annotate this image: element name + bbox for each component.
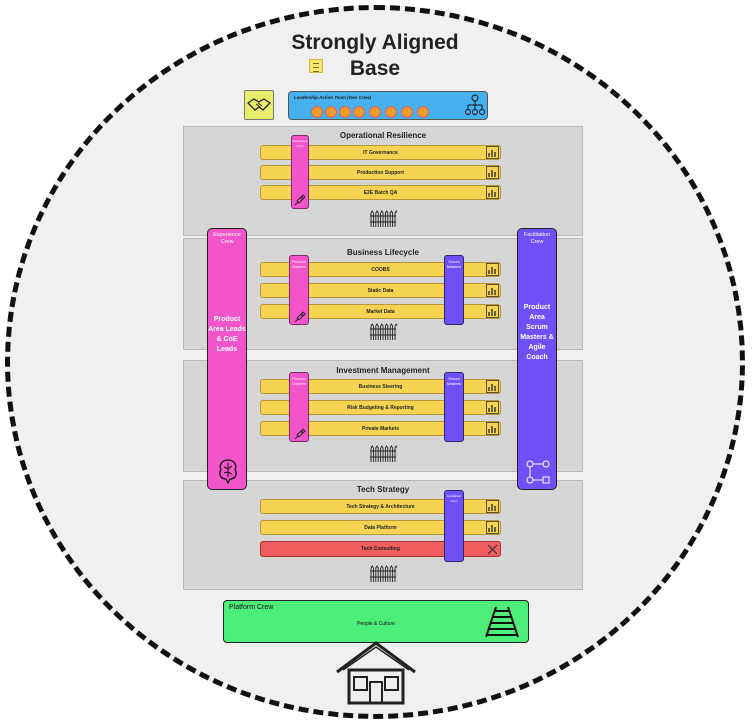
section-title: Business Lifecycle bbox=[346, 248, 420, 257]
avatar bbox=[339, 106, 351, 118]
brain-icon bbox=[219, 459, 237, 485]
title-line-2: Base bbox=[349, 57, 401, 80]
bar-chart-icon bbox=[486, 305, 499, 318]
bar-chart-icon bbox=[486, 284, 499, 297]
vertical-label: Experience Crew bbox=[292, 139, 308, 148]
experience-crew-header: Experience Crew bbox=[213, 232, 241, 245]
row-production-support[interactable]: Production Support bbox=[260, 165, 501, 180]
row-tech-strategy-architecture[interactable]: Tech Strategy & Architecture bbox=[260, 499, 501, 514]
org-chart-icon bbox=[465, 94, 485, 115]
avatar bbox=[311, 106, 323, 118]
platform-crew[interactable]: Platform Crew People & Culture bbox=[223, 600, 529, 643]
bar-chart-icon bbox=[486, 263, 499, 276]
section-3-scrum-masters[interactable]: Scrum Masters bbox=[444, 372, 464, 442]
bar-chart-icon bbox=[486, 401, 499, 414]
fence-icon bbox=[370, 565, 397, 582]
row-label: Tech Consulting bbox=[361, 546, 400, 552]
row-label: E2E Batch QA bbox=[363, 189, 398, 196]
page-title: Strongly Aligned Base bbox=[230, 30, 520, 82]
vertical-label: Scrum Masters bbox=[446, 259, 462, 269]
bar-chart-icon bbox=[486, 186, 499, 199]
row-label: Business Steering bbox=[358, 383, 403, 390]
bar-chart-icon bbox=[486, 422, 499, 435]
row-label: Tech Strategy & Architecture bbox=[346, 503, 415, 510]
row-tech-consulting[interactable]: Tech Consulting bbox=[260, 541, 501, 557]
vertical-label: Product Owners bbox=[292, 259, 306, 269]
row-label: Static Data bbox=[367, 287, 394, 294]
avatar bbox=[385, 106, 397, 118]
title-line-1: Strongly Aligned bbox=[291, 31, 459, 54]
bar-chart-icon bbox=[486, 380, 499, 393]
sticky-note-icon[interactable] bbox=[309, 59, 323, 73]
fence-icon bbox=[370, 445, 397, 462]
avatar bbox=[325, 106, 337, 118]
row-coobs[interactable]: COOBS bbox=[260, 262, 501, 277]
row-label: Data Platform bbox=[364, 524, 397, 531]
section-3-product-owners[interactable]: Product Owners bbox=[289, 372, 309, 442]
facilitation-crew-column[interactable]: Facilitation Crew Product Area Scrum Mas… bbox=[517, 228, 557, 490]
vertical-label: Facilitation Crew bbox=[446, 494, 462, 503]
row-e2e-batch-qa[interactable]: E2E Batch QA bbox=[260, 185, 501, 200]
row-business-steering[interactable]: Business Steering bbox=[260, 379, 501, 394]
row-data-platform[interactable]: Data Platform bbox=[260, 520, 501, 535]
facilitation-crew-body: Product Area Scrum Masters & Agile Coach bbox=[520, 304, 554, 361]
vertical-label: Product Owners bbox=[292, 376, 306, 386]
fence-icon bbox=[370, 210, 397, 227]
row-it-governance[interactable]: IT Governance bbox=[260, 145, 501, 160]
fence-icon bbox=[370, 323, 397, 340]
avatar bbox=[353, 106, 365, 118]
row-label: Production Support bbox=[357, 169, 404, 176]
close-icon bbox=[487, 544, 498, 555]
row-label: Risk Budgeting & Reporting bbox=[347, 404, 414, 411]
row-label: Private Markets bbox=[362, 425, 399, 432]
experience-crew-column[interactable]: Experience Crew Product Area Leads & CoE… bbox=[207, 228, 247, 490]
bar-chart-icon bbox=[486, 166, 499, 179]
vertical-label: Scrum Masters bbox=[446, 376, 462, 386]
leadership-action-team[interactable]: Leadership Action Team (Geo Crew) bbox=[288, 91, 488, 120]
handshake-icon bbox=[244, 90, 274, 120]
avatar bbox=[401, 106, 413, 118]
flowchart-icon bbox=[526, 460, 550, 484]
rocket-icon bbox=[294, 311, 306, 323]
rocket-icon bbox=[294, 428, 306, 440]
house-icon bbox=[336, 641, 416, 705]
section-4-facilitation-crew[interactable]: Facilitation Crew bbox=[444, 490, 464, 562]
experience-crew-body: Product Area Leads & CoE Leads bbox=[208, 316, 246, 353]
row-market-data[interactable]: Market Data bbox=[260, 304, 501, 319]
rocket-icon bbox=[294, 194, 306, 206]
platform-crew-content: People & Culture bbox=[357, 621, 395, 627]
section-2-scrum-masters[interactable]: Scrum Masters bbox=[444, 255, 464, 325]
section-title: Tech Strategy bbox=[356, 485, 410, 494]
row-label: COOBS bbox=[371, 266, 390, 273]
row-label: IT Governance bbox=[363, 149, 398, 156]
section-title: Investment Management bbox=[336, 366, 430, 375]
facilitation-crew-header: Facilitation Crew bbox=[523, 232, 551, 245]
section-1-experience-crew[interactable]: Experience Crew bbox=[291, 135, 309, 209]
section-title: Operational Resilience bbox=[339, 131, 427, 140]
row-risk-budgeting[interactable]: Risk Budgeting & Reporting bbox=[260, 400, 501, 415]
railway-icon bbox=[485, 606, 519, 638]
leadership-label: Leadership Action Team (Geo Crew) bbox=[294, 95, 372, 100]
row-static-data[interactable]: Static Data bbox=[260, 283, 501, 298]
platform-crew-title: Platform Crew bbox=[229, 604, 274, 611]
bar-chart-icon bbox=[486, 500, 499, 513]
bar-chart-icon bbox=[486, 146, 499, 159]
section-2-product-owners[interactable]: Product Owners bbox=[289, 255, 309, 325]
avatar bbox=[417, 106, 429, 118]
row-private-markets[interactable]: Private Markets bbox=[260, 421, 501, 436]
bar-chart-icon bbox=[486, 521, 499, 534]
row-label: Market Data bbox=[366, 308, 395, 315]
avatar bbox=[369, 106, 381, 118]
